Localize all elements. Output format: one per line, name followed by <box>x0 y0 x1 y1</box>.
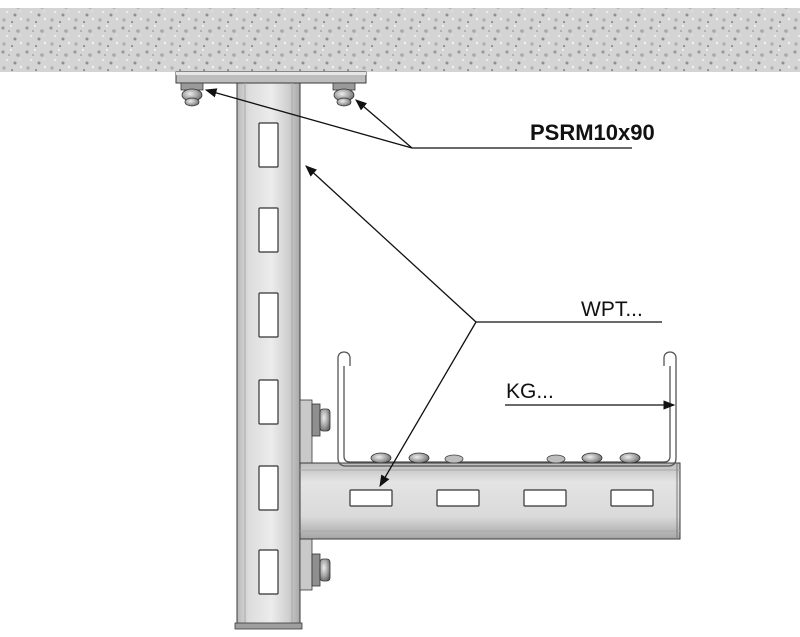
label-tray: KG... <box>506 380 554 403</box>
base-plate <box>175 71 367 84</box>
label-anchor: PSRM10x90 <box>530 120 655 145</box>
profile-slots-horizontal <box>349 489 654 507</box>
anchor-bolt-right <box>332 82 356 107</box>
vertical-profile <box>234 82 303 630</box>
cable-tray <box>337 351 677 467</box>
leader-profile <box>305 165 662 488</box>
connection-bolt-top <box>311 403 331 437</box>
profile-slots-vertical <box>258 122 279 595</box>
concrete-ceiling <box>0 8 800 72</box>
label-profile: WPT... <box>581 298 643 321</box>
tray-fixing-bolts <box>370 452 641 464</box>
leader-anchor <box>204 88 632 149</box>
anchor-bolt-left <box>180 82 204 107</box>
connection-bolt-bottom <box>311 553 331 587</box>
horizontal-profile <box>299 462 681 540</box>
